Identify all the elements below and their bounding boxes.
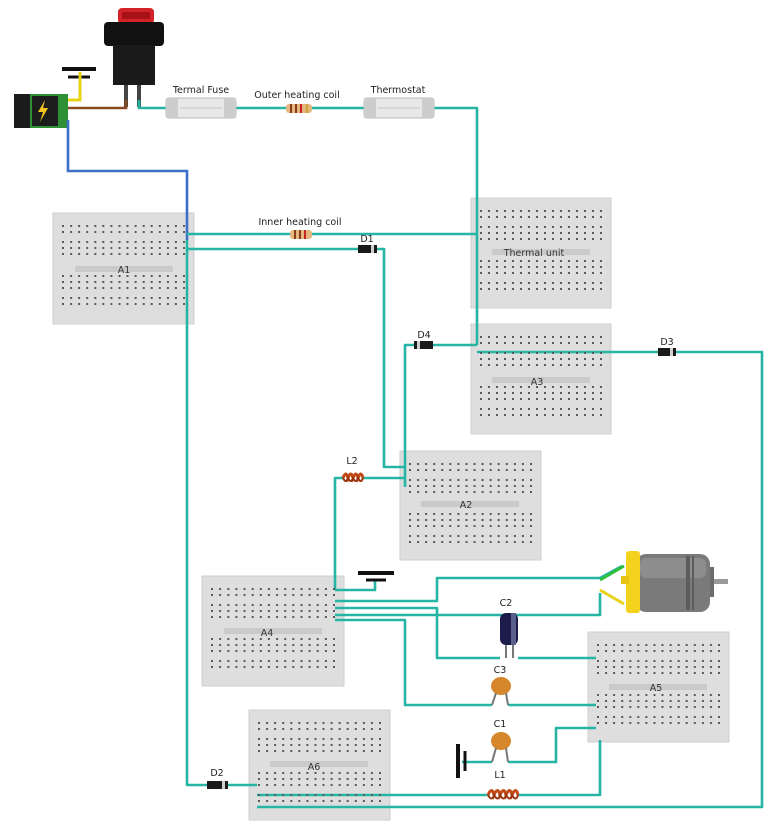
thermostat[interactable]: Thermostat <box>363 85 435 119</box>
thermal-fuse[interactable]: Termal Fuse <box>165 85 237 119</box>
thermostat-label: Thermostat <box>370 85 426 96</box>
breadboard-a3[interactable]: A3 <box>470 323 612 435</box>
diode-d2-label: D2 <box>210 768 223 779</box>
capacitor-c3-label: C3 <box>494 665 507 676</box>
inner-heating-coil[interactable]: Inner heating coil <box>258 217 342 239</box>
breadboard-a4[interactable]: A4 <box>201 575 345 687</box>
breadboard-label-a2: A2 <box>460 500 473 511</box>
inductor-l2[interactable]: L2 <box>341 456 365 484</box>
diode-d4-label: D4 <box>417 330 430 341</box>
breadboard-a6[interactable]: A6 <box>248 709 391 821</box>
breadboard-label-a4: A4 <box>261 628 274 639</box>
outer-heating-coil-label: Outer heating coil <box>254 90 339 101</box>
breadboard-label-a5: A5 <box>650 683 663 694</box>
inner-heating-coil-label: Inner heating coil <box>258 217 341 228</box>
ground-symbol-c1 <box>456 744 467 778</box>
capacitor-c2-label: C2 <box>500 598 513 609</box>
diode-d1[interactable]: D1 <box>358 234 377 253</box>
diode-d4[interactable]: D4 <box>414 330 433 349</box>
power-switch[interactable] <box>104 8 164 107</box>
diode-d1-label: D1 <box>360 234 373 245</box>
breadboard-a5[interactable]: A5 <box>587 631 730 743</box>
capacitor-c2[interactable]: C2 <box>500 598 518 658</box>
breadboard-holes <box>62 210 720 802</box>
capacitor-c1[interactable]: C1 <box>491 719 511 763</box>
breadboard-label-a3: A3 <box>531 377 544 388</box>
diode-d3-label: D3 <box>660 337 673 348</box>
breadboard-label-thermal-unit: Thermal unit <box>503 248 565 259</box>
capacitor-c3[interactable]: C3 <box>491 665 511 706</box>
wires <box>66 72 764 809</box>
breadboard-label-a1: A1 <box>118 265 131 276</box>
inductor-l2-label: L2 <box>346 456 357 467</box>
inductor-l1[interactable]: L1 <box>486 770 520 800</box>
diode-d3[interactable]: D3 <box>658 337 676 356</box>
breadboard-thermal-unit[interactable]: Thermal unit <box>470 197 612 309</box>
dc-motor[interactable] <box>621 551 728 613</box>
lightning-icon <box>38 100 48 122</box>
outer-heating-coil[interactable]: Outer heating coil <box>254 90 340 113</box>
power-jack[interactable] <box>14 94 68 128</box>
thermal-fuse-label: Termal Fuse <box>172 85 229 96</box>
ground-symbol-a4 <box>358 571 394 582</box>
breadboard-a2[interactable]: A2 <box>399 450 542 561</box>
breadboards: A1 Thermal unit A3 A2 A4 A5 <box>52 197 730 821</box>
capacitor-c1-label: C1 <box>494 719 507 730</box>
diode-d2[interactable]: D2 <box>207 768 228 789</box>
inductor-l1-label: L1 <box>494 770 505 781</box>
breadboard-label-a6: A6 <box>308 762 321 773</box>
breadboard-a1[interactable]: A1 <box>52 212 195 325</box>
